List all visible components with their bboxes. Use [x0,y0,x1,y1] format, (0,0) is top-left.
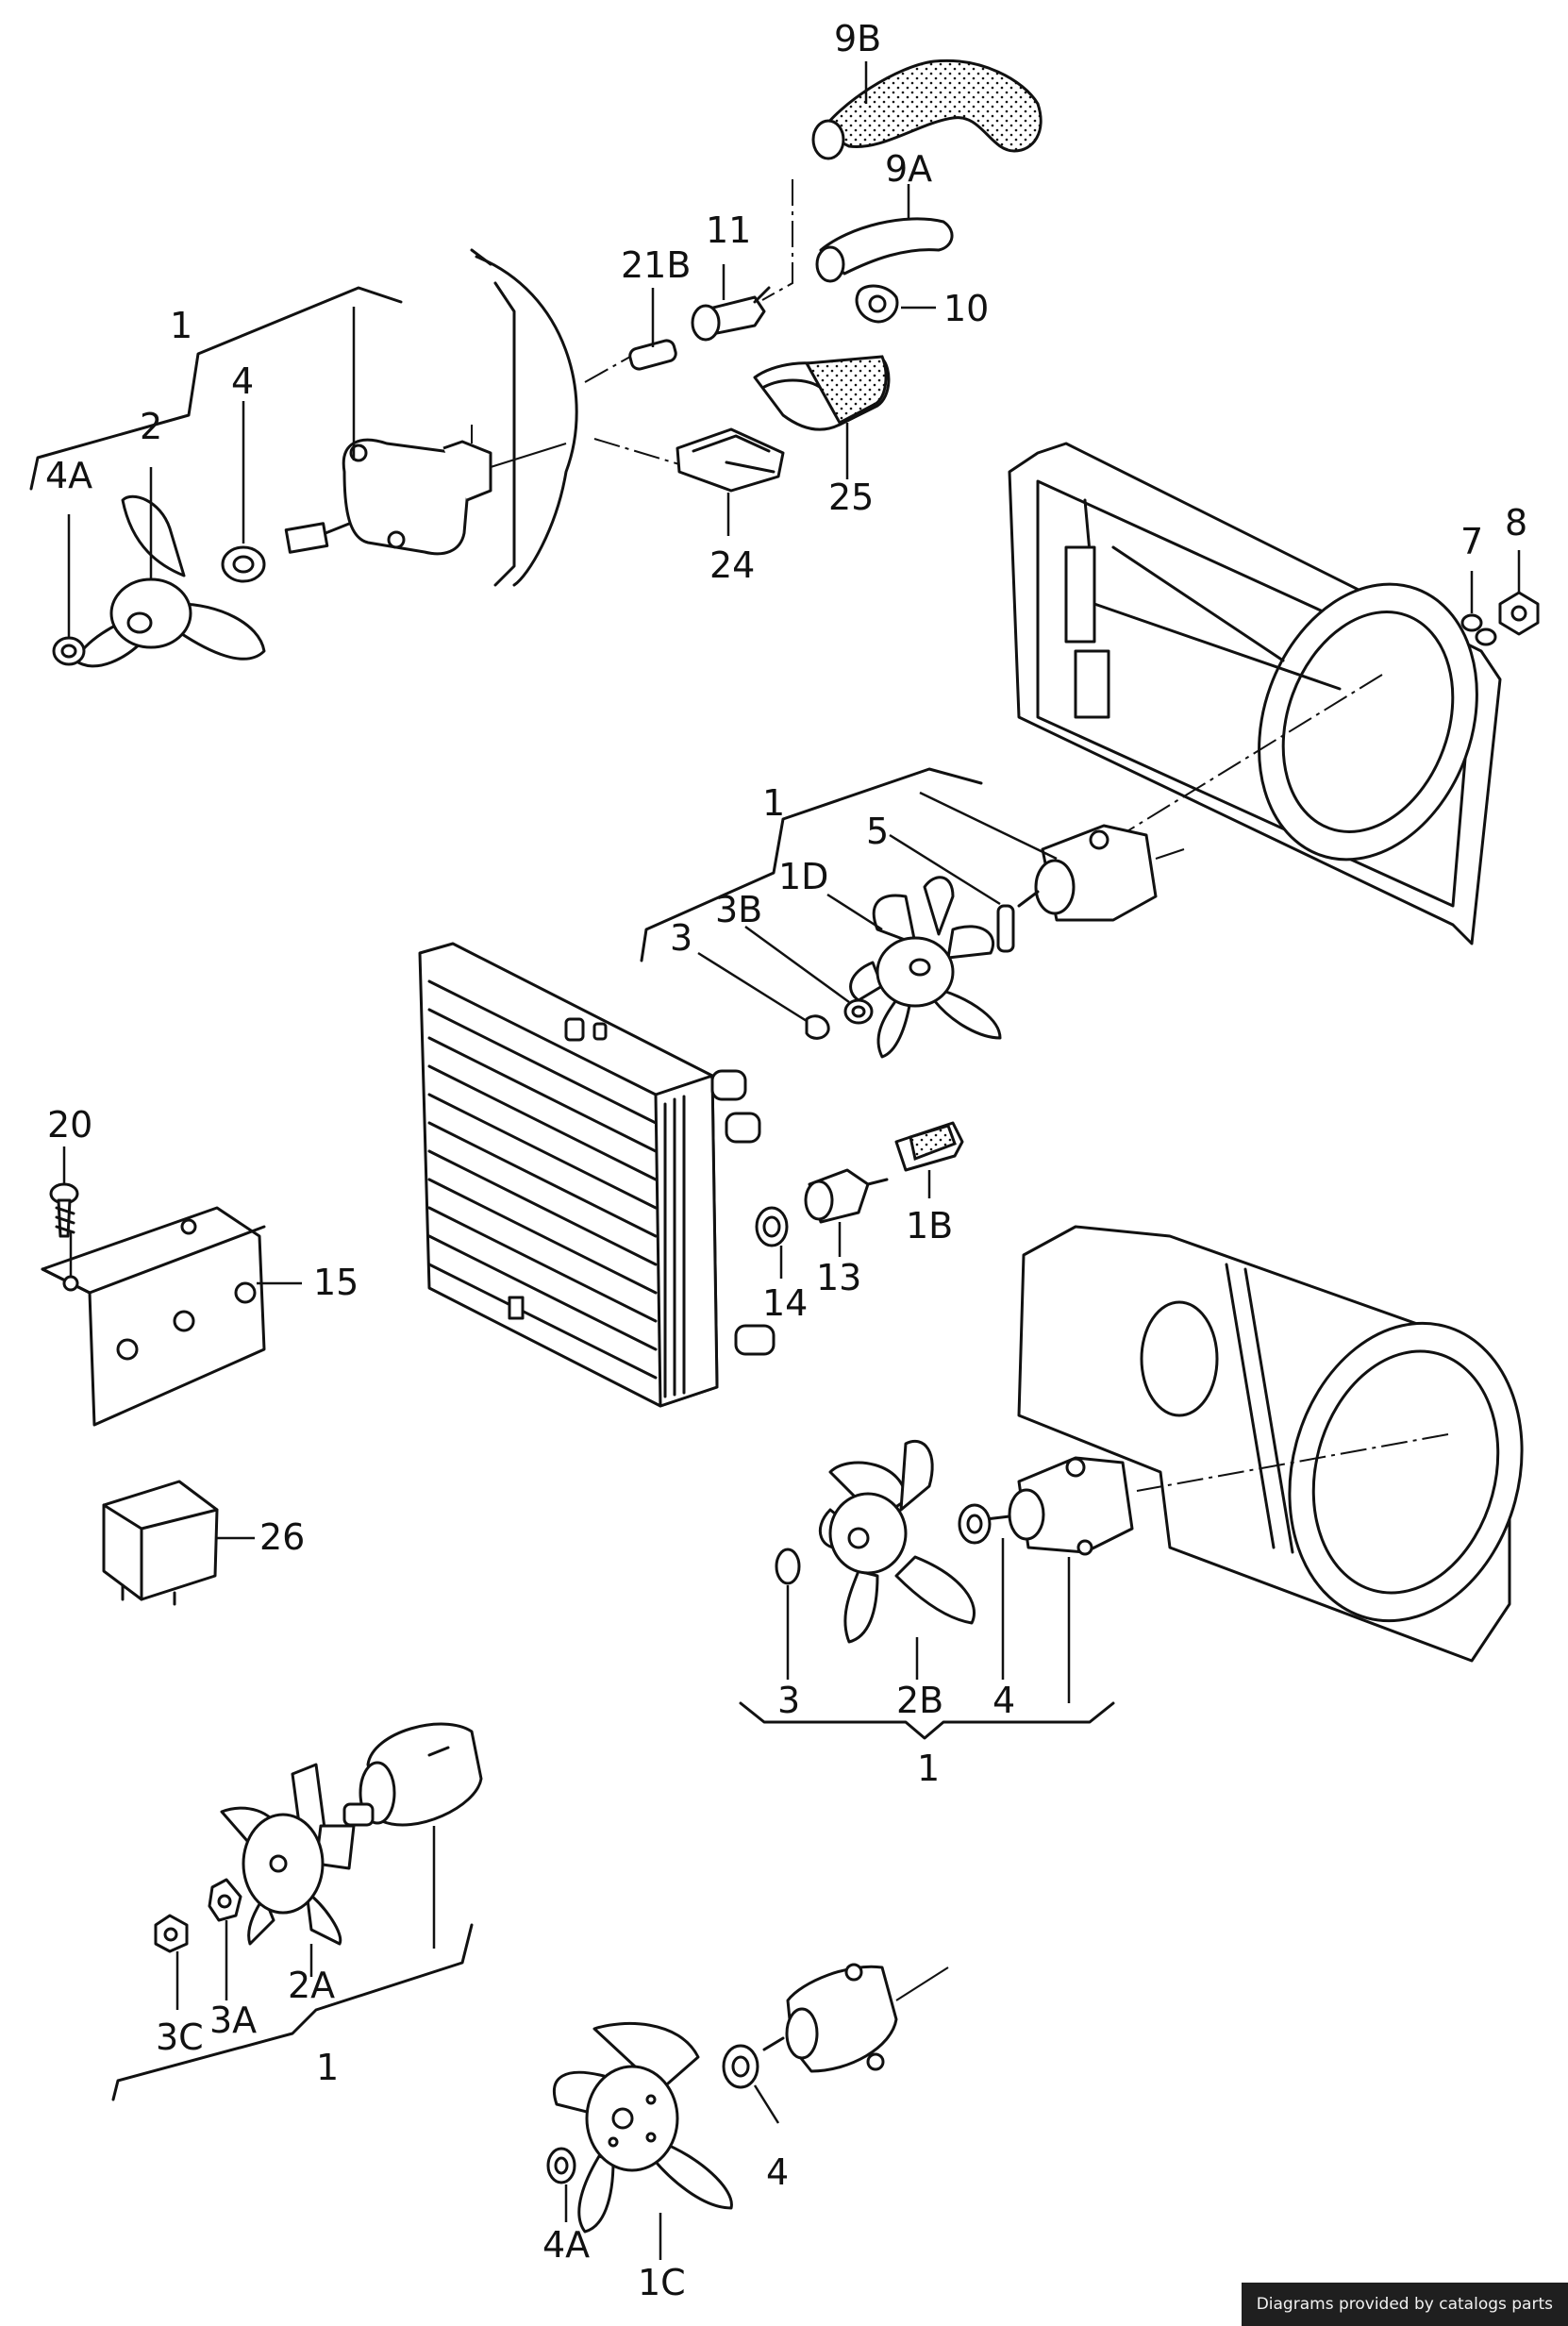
callout-1b: 1B [906,1205,954,1247]
callout-1d: 1D [778,856,829,897]
top-nut-4a [52,636,86,666]
clip-3 [805,1014,830,1040]
fan-1d [849,876,1002,1059]
washer-3a [208,1878,242,1922]
pin-21b [628,339,677,371]
fan-1c [553,2021,733,2260]
top-washer-4 [221,545,266,583]
callout-4-bottom: 4 [766,2151,790,2193]
dash-lines-top [584,179,793,465]
callout-3-low: 3 [777,1680,801,1721]
callout-5: 5 [866,811,890,852]
relay-26 [102,1480,255,1606]
callout-2a: 2A [288,1965,336,2006]
callout-13: 13 [816,1257,862,1298]
washer-4-bottom [722,2044,780,2124]
callout-14: 14 [762,1282,809,1324]
washer-7 [1460,571,1497,646]
screw-20 [49,1146,79,1238]
ring-14 [755,1206,789,1279]
callout-3b: 3B [715,889,763,930]
bracket-lines-low [739,1538,1115,1740]
nut-3c [154,1914,189,1953]
callout-15: 15 [313,1262,359,1303]
washer-3b [843,998,874,1025]
lower-right-frame [1017,1225,1524,1663]
hose-9a [815,217,954,283]
callout-2b: 2B [896,1680,944,1721]
callout-3-mid: 3 [670,917,693,959]
hose-9b [811,59,1043,160]
clip-5 [996,904,1015,953]
callout-21b: 21B [621,244,692,286]
callout-26: 26 [259,1516,306,1558]
callout-4a-bottom: 4A [542,2224,591,2266]
callout-25: 25 [828,477,875,518]
bracket-lines-mid [640,767,1058,1023]
callout-1-top: 1 [170,305,193,346]
mid-fan-motor [1017,824,1185,922]
bracket-lines-lowleft [111,1826,474,2101]
sensor-1b [894,1121,964,1198]
credit-footer: Diagrams provided by catalogs parts [1241,2283,1568,2326]
motor-lower-left [342,1722,483,1827]
callout-4a-top: 4A [45,455,93,496]
callout-1-left: 1 [316,2047,340,2088]
callout-2: 2 [140,406,163,447]
fan-2b [818,1439,976,1644]
clip-3-low [775,1548,801,1585]
callout-9b: 9B [834,18,882,59]
callout-8: 8 [1505,502,1528,544]
sensor-11 [691,286,771,342]
relay-bracket [41,1206,302,1427]
callout-1-low: 1 [917,1748,941,1789]
callout-20: 20 [47,1104,93,1146]
clamp-10 [855,284,899,324]
lower-fan-motor [984,1456,1134,1556]
top-shroud-outline [470,248,578,587]
callout-4-top: 4 [231,360,255,402]
leader-lines-topcenter [651,61,936,536]
nut-4a-bottom [546,2147,576,2222]
callout-1-mid: 1 [762,782,786,824]
callout-9a: 9A [885,148,933,190]
callout-10: 10 [943,288,990,329]
callout-4-low: 4 [993,1680,1016,1721]
bracket-lines-top [29,286,403,637]
thermo-switch-13 [804,1168,889,1257]
radiator-core [418,942,776,1408]
callout-1c: 1C [638,2262,686,2303]
callout-3c: 3C [156,2016,204,2058]
callout-11: 11 [706,209,752,251]
plug-24 [676,427,785,493]
top-fan-motor [284,425,567,556]
upper-right-frame [1008,442,1502,945]
boot-25 [753,355,891,431]
callout-24: 24 [709,544,756,586]
callout-3a: 3A [209,2000,258,2041]
nut-8 [1498,550,1540,636]
bottom-motor [762,1963,949,2073]
fan-2a [220,1763,356,1946]
washer-4-low [958,1503,992,1545]
callout-7: 7 [1460,521,1484,562]
